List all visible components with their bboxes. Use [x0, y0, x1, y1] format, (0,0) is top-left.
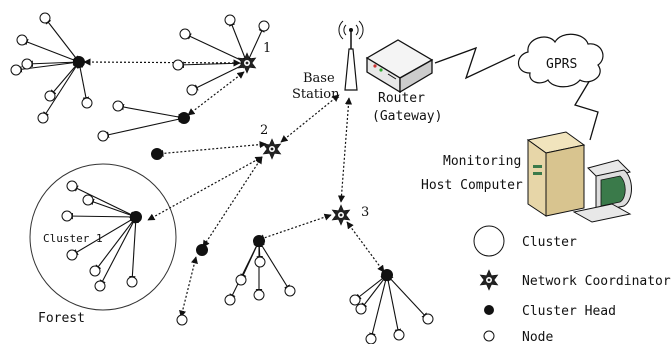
- node-link: [191, 62, 248, 91]
- node-link: [246, 25, 265, 64]
- sensor-node: [10, 64, 22, 76]
- node-link: [21, 39, 80, 63]
- sensor-node: [37, 112, 49, 124]
- cluster-head: [178, 112, 190, 124]
- gprs-label: GPRS: [546, 57, 577, 72]
- cluster-head: [253, 235, 265, 247]
- sensor-node: [355, 303, 367, 315]
- sensor-node: [365, 333, 377, 344]
- coordinator-2-label: 2: [260, 123, 268, 138]
- coordinator-link: [156, 141, 267, 157]
- node-link: [87, 198, 137, 219]
- coordinator-link: [83, 58, 241, 67]
- sensor-node: [61, 210, 73, 222]
- sensor-node: [89, 265, 101, 277]
- sensor-node: [254, 256, 266, 268]
- cluster-head: [381, 269, 393, 281]
- gprs-cloud-icon: [517, 33, 604, 88]
- node-link: [258, 240, 291, 292]
- cluster-1-label: Cluster 1: [43, 232, 103, 245]
- coordinator-link: [337, 97, 353, 203]
- node-link: [117, 103, 185, 121]
- coordinator-link: [147, 156, 263, 221]
- node-link: [76, 61, 90, 104]
- node-link: [71, 185, 137, 218]
- node-link: [66, 212, 137, 221]
- cluster-head: [196, 244, 208, 256]
- legend-label-cluster-head: Cluster Head: [522, 304, 616, 319]
- coordinator-1-label: 1: [263, 41, 271, 56]
- coordinator-link: [257, 213, 332, 242]
- sensor-node: [393, 329, 405, 341]
- sensor-node: [66, 249, 78, 261]
- sensor-node: [94, 280, 106, 292]
- wireless-link-gprs-host: [574, 79, 599, 141]
- base-station-icon: [338, 20, 364, 91]
- sensor-node: [186, 84, 198, 96]
- sensor-node: [176, 314, 188, 326]
- dotted-links: [83, 58, 385, 318]
- node-link: [384, 274, 402, 336]
- coordinator-3-label: 3: [361, 205, 369, 220]
- sensor-node: [258, 20, 270, 32]
- sensor-node: [224, 14, 236, 26]
- legend-label-network-coordinator: Network Coordinator: [522, 274, 671, 289]
- base-station-label: Base Station: [292, 71, 340, 102]
- node-link: [360, 274, 388, 310]
- coordinator-link: [346, 221, 385, 273]
- network-coordinator-2-icon: [262, 138, 282, 160]
- sensor-node: [253, 289, 265, 301]
- sensor-node: [235, 274, 247, 286]
- sensor-node: [21, 58, 33, 70]
- legend-label-node: Node: [522, 330, 553, 344]
- sensor-node: [44, 90, 56, 102]
- node-link: [129, 216, 139, 283]
- sensor-node: [126, 276, 138, 288]
- sensor-node: [97, 130, 109, 142]
- node-link: [229, 19, 248, 64]
- cluster-heads: [73, 56, 393, 281]
- node-link: [49, 61, 80, 97]
- router-icon: [365, 39, 434, 94]
- legend-cluster-icon: [473, 225, 505, 257]
- node-link: [42, 61, 80, 119]
- sensor-node: [172, 59, 184, 71]
- legend-node-icon: [483, 330, 495, 342]
- sensor-node: [16, 34, 28, 46]
- coordinator-link: [179, 256, 198, 318]
- sensor-node: [39, 12, 51, 24]
- sensor-node: [81, 97, 93, 109]
- legend-network-coordinator-icon: [479, 269, 499, 291]
- router-label: Router (Gateway): [372, 91, 442, 124]
- coordinator-link: [280, 94, 340, 143]
- forest-label: Forest: [38, 311, 85, 326]
- node-link: [26, 58, 80, 68]
- legend-label-cluster: Cluster: [522, 235, 577, 250]
- sensor-node: [349, 294, 361, 306]
- cluster-head: [73, 56, 85, 68]
- host-computer-icon: [526, 131, 632, 223]
- node-link: [102, 116, 185, 138]
- cluster-1-boundary: [29, 163, 177, 311]
- coordinator-link: [202, 156, 263, 248]
- sensor-node: [66, 180, 78, 192]
- sensor-node: [112, 100, 124, 112]
- sensor-node: [284, 285, 296, 297]
- legend-cluster-head-icon: [484, 305, 494, 315]
- legend: Cluster Network Coordinator Cluster Head…: [473, 225, 671, 344]
- host-computer-label: Monitoring Host Computer: [421, 154, 529, 193]
- cluster-head: [151, 148, 163, 160]
- plain-nodes: [10, 12, 434, 344]
- node-link: [386, 274, 429, 320]
- sensor-node: [422, 313, 434, 325]
- sensor-node: [179, 28, 191, 40]
- sensor-node: [82, 194, 94, 206]
- node-link: [229, 240, 260, 301]
- cluster-head: [130, 211, 142, 223]
- solid-links: [15, 17, 429, 340]
- sensor-node: [224, 294, 236, 306]
- wireless-link-router-gprs: [434, 46, 516, 80]
